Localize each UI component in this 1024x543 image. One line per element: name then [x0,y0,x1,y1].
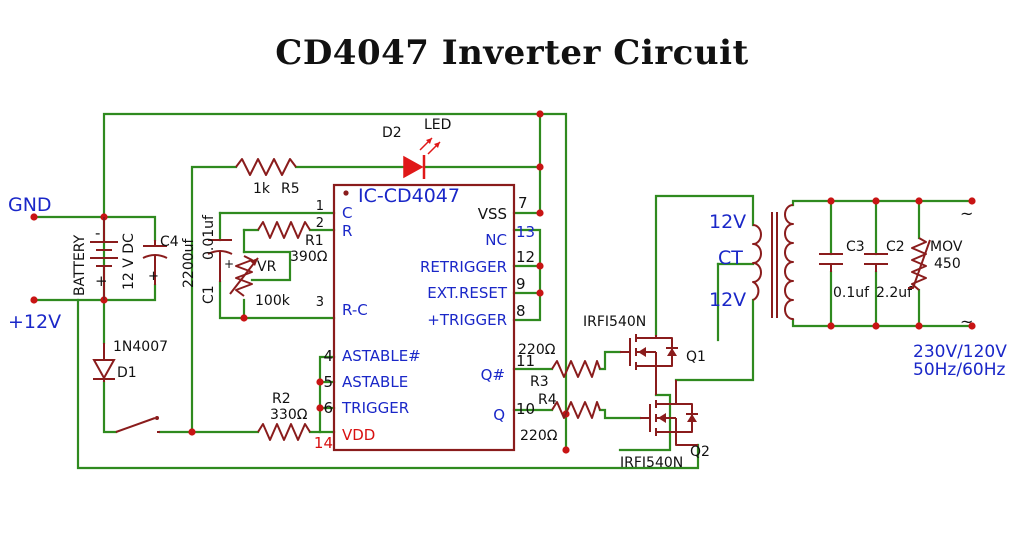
r4-value: 220Ω [520,428,558,444]
c3-capacitor [819,253,843,272]
r3-resistor [551,360,601,378]
pin-13-label: NC [485,231,507,249]
pin-5-num: 5 [323,373,333,391]
c2-label: C2 [886,239,905,255]
r5-resistor [235,158,297,176]
ac-terminal-bottom: ~ [960,312,973,331]
pin-8-num: 8 [516,302,526,320]
page-title: CD4047 Inverter Circuit [275,33,749,73]
pin-3-num: 3 [316,295,324,310]
pin-13-num: 13 [516,223,535,241]
r4-resistor [551,401,601,419]
c4-plus: + [148,269,159,284]
pin-11-label: Q# [481,366,505,384]
c2-capacitor [864,253,888,272]
r1-resistor [257,221,311,239]
c1-label: C1 [201,285,217,304]
transformer-bottom-label: 12V [709,289,746,311]
transformer [752,204,794,320]
pin-4-label: ASTABLE# [342,347,421,365]
pin-1-label: C [342,204,352,222]
r4-label: R4 [538,392,557,408]
pin-4-num: 4 [323,347,333,365]
r5-value: 1k [253,181,271,197]
pin-7-label: VSS [478,205,507,223]
transformer-top-label: 12V [709,211,746,233]
c1-plus: + [224,257,234,271]
output-frequency-label: 50Hz/60Hz [913,360,1005,380]
c2-value: 2.2uf [876,285,913,301]
q1-mosfet [620,334,678,395]
pin-14-num: 14 [314,434,333,452]
gnd-label: GND [8,194,52,216]
r3-label: R3 [530,374,549,390]
pin-2-label: R [342,222,352,240]
r1-value: 390Ω [290,249,328,265]
battery-label: BATTERY [72,234,88,296]
d2-led [403,137,441,179]
r3-value: 220Ω [518,342,556,358]
c4-value: 2200uf [181,237,197,288]
pin-7-num: 7 [518,194,528,212]
ic-cd4047: IC-CD4047 1 C 2 R 3 R-C 4 ASTABLE# 5 AST… [314,183,535,452]
d1-diode [92,343,116,382]
pin-2-num: 2 [316,216,324,231]
ic-name: IC-CD4047 [358,185,460,207]
pin-9-num: 9 [516,275,526,293]
c3-value: 0.1uf [833,285,870,301]
d1-label: D1 [117,365,137,381]
q1-label: Q1 [686,349,706,365]
output-voltage-label: 230V/120V [913,342,1007,362]
q2-part-label: IRFI540N [620,455,683,471]
ac-terminal-top: ~ [960,204,973,223]
r2-resistor [257,423,311,441]
d2-label: D2 [382,125,402,141]
battery-voltage-label: 12 V DC [121,233,137,290]
pin-9-label: EXT.RESET [427,284,508,302]
r5-label: R5 [281,181,300,197]
pin-14-label: VDD [342,426,375,444]
wires [32,112,974,470]
r2-value: 330Ω [270,407,308,423]
r2-label: R2 [272,391,291,407]
pin-10-num: 10 [516,400,535,418]
vr-value: 100k [255,293,291,309]
pin-3-label: R-C [342,301,368,319]
vr-label: VR [257,259,277,275]
battery-minus: - [95,224,100,242]
pin-6-num: 6 [323,399,333,417]
c4-capacitor [142,240,168,285]
plus12v-label: +12V [8,311,61,333]
mov-value: 450 [934,256,961,272]
pin-8-label: +TRIGGER [427,311,507,329]
transformer-ct-label: CT [718,247,743,269]
battery-symbol: - + [90,217,118,300]
pin-12-label: RETRIGGER [420,258,507,276]
q1-part-label: IRFI540N [583,314,646,330]
c1-capacitor [207,239,233,282]
q2-label: Q2 [690,444,710,460]
led-label: LED [424,117,451,133]
pin-5-label: ASTABLE [342,373,408,391]
c1-value: 0.01uf [201,214,217,260]
power-switch [115,416,160,433]
pin-11-num: 11 [516,352,535,370]
mov-varistor [908,237,931,291]
pin-6-label: TRIGGER [341,399,409,417]
pin-1-num: 1 [316,199,324,214]
d1-part-label: 1N4007 [113,339,168,355]
q2-mosfet [640,380,698,446]
r1-label: R1 [305,233,324,249]
pin-10-label: Q [493,406,505,424]
c3-label: C3 [846,239,865,255]
c4-label: C4 [160,234,179,250]
pin-12-num: 12 [516,248,535,266]
junction-nodes [30,110,976,454]
mov-label: MOV [930,239,963,255]
vr-potentiometer [229,255,259,297]
battery-plus: + [95,272,108,290]
